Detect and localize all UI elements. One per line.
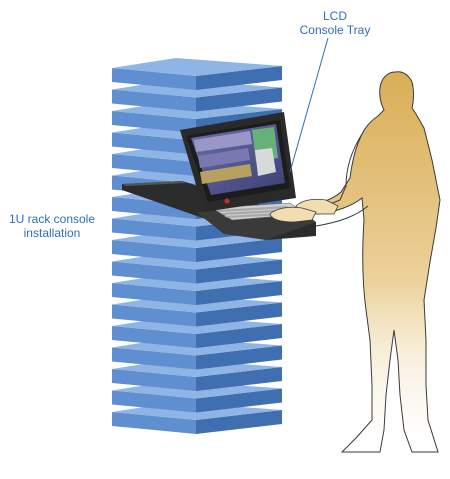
lcd-console-tray-label: LCD Console Tray: [295, 9, 375, 37]
server-rack-icon: [112, 58, 282, 434]
person-icon: [299, 71, 441, 453]
lcd-label-line1: LCD: [322, 9, 347, 23]
lcd-label-line2: Console Tray: [299, 23, 371, 37]
lcd-console-tray-icon: [122, 112, 316, 240]
hands-icon: [269, 198, 339, 223]
lcd-callout-line: [289, 37, 329, 173]
rack-label-line1: 1U rack console: [8, 212, 96, 226]
rack-label-line2: installation: [23, 226, 81, 240]
rack-unit: [112, 58, 282, 90]
rack-console-label: 1U rack console installation: [0, 212, 104, 240]
